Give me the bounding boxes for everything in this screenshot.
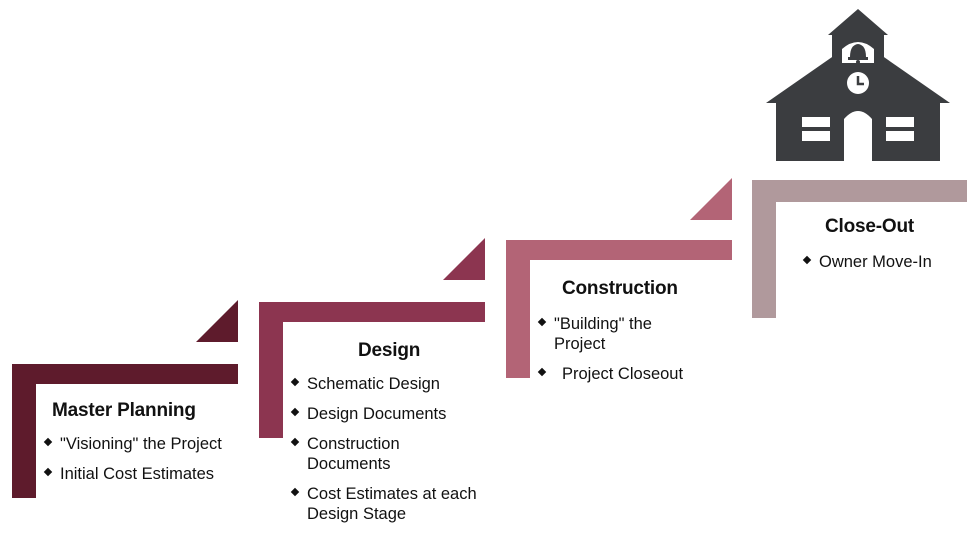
step-bar-vertical	[259, 302, 283, 438]
stage-title: Close-Out	[825, 216, 914, 237]
list-item: Schematic Design	[290, 374, 491, 394]
bullet-diamond-icon	[43, 437, 53, 447]
step-bar-horizontal	[506, 240, 732, 260]
list-item: Design Documents	[290, 404, 491, 424]
stage-title: Design	[358, 340, 421, 361]
step-bar-horizontal	[259, 302, 485, 322]
clipped-heading-fragment	[400, 0, 730, 14]
step-arrow-triangle	[443, 238, 485, 280]
step-bar-horizontal	[752, 180, 967, 202]
stage-items: "Visioning" the Project Initial Cost Est…	[43, 434, 234, 494]
bullet-diamond-icon	[290, 487, 300, 497]
list-item: Construction Documents	[290, 434, 437, 474]
stage-items: Owner Move-In	[802, 252, 963, 282]
stage-items: "Building" the Project Project Closeout	[537, 314, 698, 394]
bullet-diamond-icon	[290, 437, 300, 447]
step-bar-vertical	[12, 364, 36, 498]
step-bar-vertical	[506, 240, 530, 378]
step-arrow-triangle	[196, 300, 238, 342]
step-bar-horizontal	[12, 364, 238, 384]
bullet-diamond-icon	[43, 467, 53, 477]
bullet-diamond-icon	[290, 377, 300, 387]
list-item: Cost Estimates at each Design Stage	[290, 484, 487, 524]
stage-title: Construction	[562, 278, 678, 299]
bullet-diamond-icon	[537, 317, 547, 327]
list-item: Initial Cost Estimates	[43, 464, 234, 484]
list-item: Project Closeout	[537, 364, 698, 384]
schoolhouse-icon	[766, 9, 950, 161]
bullet-diamond-icon	[802, 255, 812, 265]
list-item: "Building" the Project	[537, 314, 684, 354]
list-item: Owner Move-In	[802, 252, 963, 272]
step-bar-vertical	[752, 180, 776, 318]
bullet-diamond-icon	[537, 367, 547, 377]
bullet-diamond-icon	[290, 407, 300, 417]
step-arrow-triangle	[690, 178, 732, 220]
list-item: "Visioning" the Project	[43, 434, 234, 454]
stage-items: Schematic Design Design Documents Constr…	[290, 374, 491, 534]
stage-title: Master Planning	[52, 400, 196, 421]
